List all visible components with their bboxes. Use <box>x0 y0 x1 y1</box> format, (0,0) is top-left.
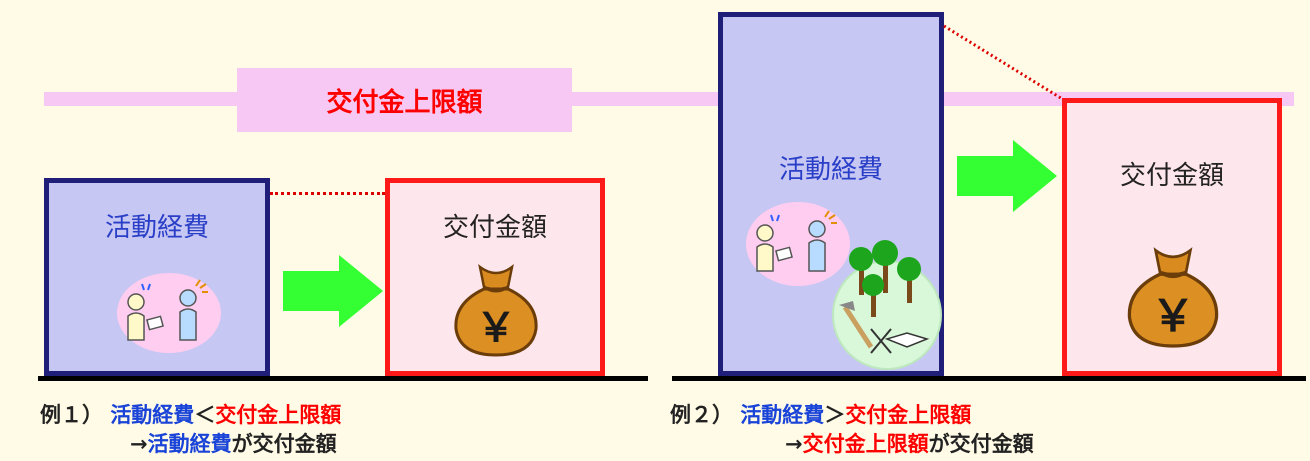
people-discussion-icon <box>746 202 850 286</box>
example1-ground <box>38 376 648 381</box>
example1-result-suffix: が交付金額 <box>231 432 337 456</box>
example2-grant-box: 交付金額 ￥ <box>1062 98 1282 376</box>
example2-grant-label: 交付金額 <box>1119 161 1224 191</box>
example1-caption: 例１） 活動経費＜交付金上限額 <box>40 399 341 429</box>
example1-grant-label: 交付金額 <box>442 213 547 243</box>
example2-ground <box>672 376 1306 381</box>
limit-label: 交付金上限額 <box>237 68 572 132</box>
example2-arrow <box>957 140 1057 212</box>
example2-expense-label: 活動経費 <box>778 155 883 185</box>
example2-caption-op: ＞ <box>824 403 846 427</box>
example2-expense-box: 活動経費 <box>718 12 944 376</box>
example2-result: →交付金上限額が交付金額 <box>785 428 1034 458</box>
example2-result-arrow: → <box>785 432 803 456</box>
example2-caption-a: 活動経費 <box>740 403 825 427</box>
example1-caption-op: ＜ <box>194 403 216 427</box>
forest-work-icon <box>832 240 942 370</box>
example2-caption-b: 交付金上限額 <box>845 403 972 427</box>
example2-result-suffix: が交付金額 <box>928 432 1034 456</box>
money-bag-icon: ￥ <box>1127 247 1219 348</box>
example2-dotted-guide <box>943 24 1065 102</box>
example1-caption-prefix: 例１） <box>40 403 103 427</box>
money-bag-icon: ￥ <box>454 264 538 357</box>
example1-result-arrow: → <box>130 432 148 456</box>
example2-caption: 例２） 活動経費＞交付金上限額 <box>670 399 971 429</box>
example1-arrow <box>283 255 383 327</box>
example1-result-a: 活動経費 <box>147 432 232 456</box>
example1-grant-box: 交付金額 ￥ <box>385 178 605 376</box>
example2-caption-prefix: 例２） <box>670 403 733 427</box>
yen-symbol: ￥ <box>476 305 516 351</box>
example2-result-a: 交付金上限額 <box>802 432 929 456</box>
example1-caption-b: 交付金上限額 <box>215 403 342 427</box>
yen-symbol: ￥ <box>1151 292 1194 342</box>
example1-caption-a: 活動経費 <box>110 403 195 427</box>
example1-expense-label: 活動経費 <box>104 213 209 243</box>
example1-result: →活動経費が交付金額 <box>130 428 337 458</box>
example1-dotted-guide <box>270 192 385 195</box>
people-discussion-icon <box>117 273 221 353</box>
example1-expense-box: 活動経費 <box>44 178 270 376</box>
